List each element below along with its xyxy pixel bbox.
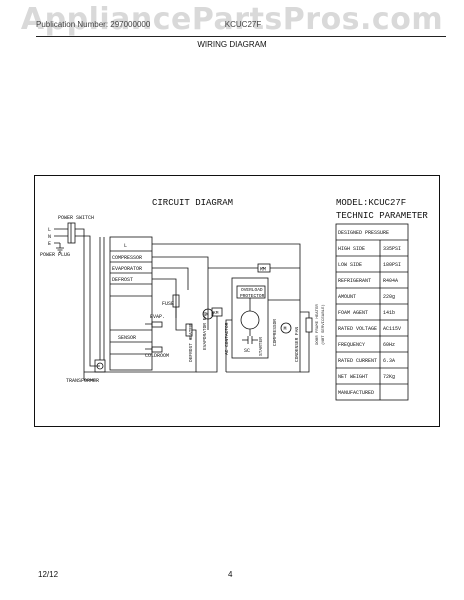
evap-sensor-icon bbox=[151, 321, 163, 328]
line-n-label: N bbox=[48, 234, 51, 240]
parameter-label: REFRIGERANT bbox=[338, 278, 371, 284]
km-label: KM bbox=[260, 267, 266, 273]
parameter-value: 72Kg bbox=[383, 374, 395, 380]
terminal-l-label: L bbox=[124, 243, 127, 249]
transformer-icon bbox=[96, 362, 104, 370]
header-model: KCUC27F bbox=[224, 20, 262, 29]
parameter-label: FOAM AGENT bbox=[338, 310, 368, 316]
coldroom-sensor-icon bbox=[151, 346, 163, 353]
ground-icon bbox=[56, 247, 64, 253]
circuit-diagram-title: CIRCUIT DIAGRAM bbox=[152, 198, 233, 208]
terminal-compressor-label: COMPRESSOR bbox=[112, 255, 142, 261]
parameter-label: RATED VOLTAGE bbox=[338, 326, 377, 332]
header-publication: Publication Number: 297000000 KCUC27F bbox=[36, 20, 261, 29]
sc-label: SC bbox=[244, 348, 250, 354]
parameter-value: 220g bbox=[383, 294, 395, 300]
parameter-value: 335PSI bbox=[383, 246, 401, 252]
diagram-frame bbox=[34, 175, 440, 427]
compressor-motor-icon bbox=[240, 310, 260, 330]
start-capacitor-icon bbox=[242, 336, 258, 344]
header-rule bbox=[36, 36, 446, 37]
door-frame-heater-label: DOOR FRAME HEATER bbox=[316, 304, 320, 345]
parameter-label: AMOUNT bbox=[338, 294, 356, 300]
parameter-label: MANUFACTURED bbox=[338, 390, 374, 396]
power-plug-label: POWER PLUG bbox=[40, 252, 70, 258]
line-l-label: L bbox=[48, 227, 51, 233]
fuse-label: FUSE bbox=[162, 301, 174, 307]
header-publication-number: Publication Number: 297000000 bbox=[36, 20, 151, 29]
terminal-defrost-label: DEFROST bbox=[112, 277, 133, 283]
door-frame-heater-icon bbox=[305, 317, 313, 333]
condenser-fan-m-label: M bbox=[284, 326, 287, 332]
watermark: AppliancePartsPros.com bbox=[20, 2, 444, 37]
condenser-fan-motor-icon bbox=[280, 322, 292, 334]
parameter-value: 6.3A bbox=[383, 358, 395, 364]
parameter-label: FREQUENCY bbox=[338, 342, 365, 348]
footer-date: 12/12 bbox=[38, 570, 59, 579]
evaporator-fan-label: EVAPORATOR FAN bbox=[202, 312, 208, 350]
evap-sensor-label: EVAP. bbox=[150, 314, 165, 320]
evaporator-fan-motor-icon bbox=[202, 308, 214, 320]
starter-label: STARTER bbox=[258, 337, 264, 356]
protector-label: PROTECTOR bbox=[240, 293, 265, 299]
page-title: WIRING DIAGRAM bbox=[197, 40, 267, 49]
terminal-sensor-label: SENSOR bbox=[118, 335, 136, 341]
evaporator-fan-m-label: M bbox=[206, 312, 209, 318]
not-serviceable-label: (NOT SERVICEABLE) bbox=[321, 304, 326, 345]
parameter-value: 180PSI bbox=[383, 262, 401, 268]
overload-label: OVERLOAD bbox=[241, 287, 263, 293]
coldroom-sensor-label: COLDROOM bbox=[145, 353, 169, 359]
footer-page-number: 4 bbox=[228, 570, 233, 579]
km2-label: KM bbox=[213, 310, 219, 316]
model-label: MODEL:KCUC27F bbox=[336, 198, 406, 208]
line-e-label: E bbox=[48, 241, 51, 247]
parameter-label: DESIGNED PRESSURE bbox=[338, 230, 389, 236]
parameter-value: R404A bbox=[383, 278, 398, 284]
overload-protector-icon bbox=[236, 285, 266, 299]
compressor-label: COMPRESSOR bbox=[272, 319, 278, 346]
parameter-rows: DESIGNED PRESSURE HIGH SIDE 335PSI LOW SIDE… bbox=[336, 230, 408, 400]
technic-parameter-title: TECHNIC PARAMETER bbox=[336, 211, 428, 221]
power-switch-label: POWER SWITCH bbox=[58, 215, 94, 221]
transformer-label: TRANSFORMER bbox=[66, 378, 99, 384]
parameter-label: HIGH SIDE bbox=[338, 246, 365, 252]
power-switch-icon bbox=[67, 222, 76, 244]
controller-block bbox=[109, 236, 153, 371]
parameter-value: 60Hz bbox=[383, 342, 395, 348]
parameter-label: RATED CURRENT bbox=[338, 358, 377, 364]
parameter-value: 141b bbox=[383, 310, 395, 316]
compressor-assembly bbox=[231, 277, 269, 359]
ac-contactor-label: AC CONTACTOR bbox=[224, 322, 230, 355]
parameter-value: AC115V bbox=[383, 326, 401, 332]
terminal-evaporator-label: EVAPORATOR bbox=[112, 266, 142, 272]
parameter-table bbox=[335, 223, 409, 401]
parameter-label: LOW SIDE bbox=[338, 262, 362, 268]
defrost-heater-label: DEFROST HEATER bbox=[188, 324, 194, 362]
condenser-fan-label: CONDENSER FAN bbox=[294, 327, 300, 362]
parameter-label: NET WEIGHT bbox=[338, 374, 368, 380]
